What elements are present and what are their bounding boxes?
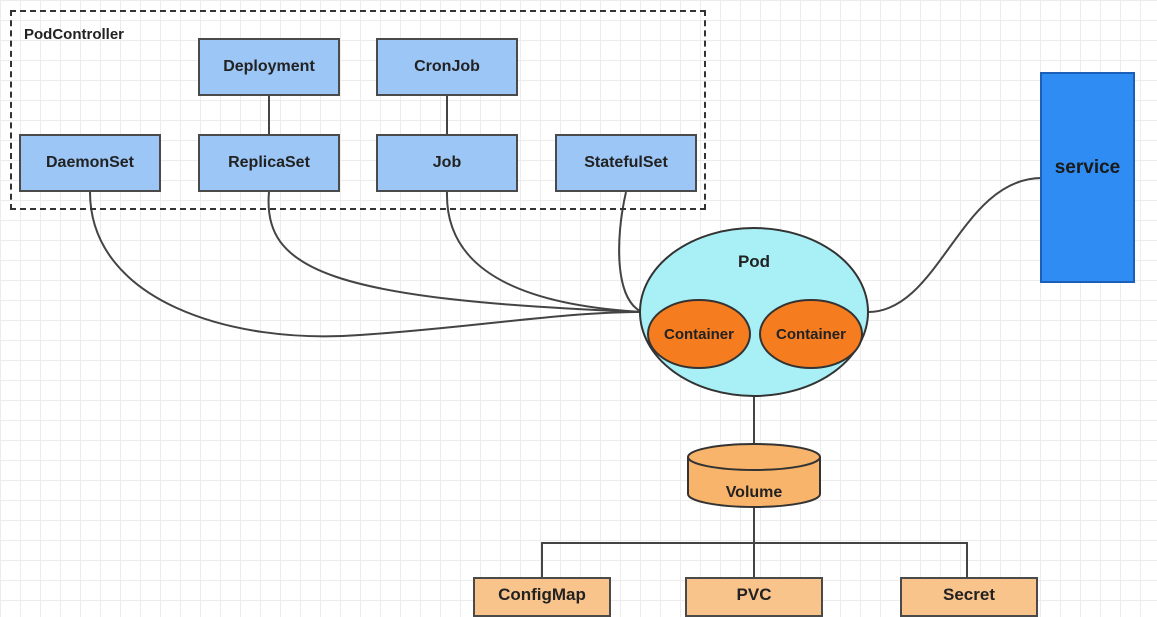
pod-label: Pod <box>738 252 770 271</box>
pod-controller-group <box>10 10 706 210</box>
edge-volume-resources <box>541 506 968 577</box>
edge-replicaset-pod <box>267 191 643 313</box>
container-node-1 <box>647 299 751 369</box>
controller-job[interactable]: Job <box>376 134 518 192</box>
pod-controller-label: PodController <box>24 26 124 43</box>
controller-cronjob[interactable]: CronJob <box>376 38 518 96</box>
resource-pvc[interactable]: PVC <box>685 577 823 617</box>
resource-secret[interactable]: Secret <box>900 577 1038 617</box>
controller-daemonset[interactable]: DaemonSet <box>19 134 161 192</box>
controller-deployment[interactable]: Deployment <box>198 38 340 96</box>
controller-replicaset[interactable]: ReplicaSet <box>198 134 340 192</box>
service-node[interactable]: service <box>1040 72 1135 283</box>
resource-configmap[interactable]: ConfigMap <box>473 577 611 617</box>
container-node-2 <box>759 299 863 369</box>
edge-daemonset-pod <box>89 191 643 338</box>
volume-label: Volume <box>726 484 783 501</box>
container-label-1: Container <box>664 326 734 343</box>
controller-statefulset[interactable]: StatefulSet <box>555 134 697 192</box>
container-label-2: Container <box>776 326 846 343</box>
volume-node[interactable] <box>687 443 821 508</box>
edge-job-pod <box>445 191 643 313</box>
edge-pod-service <box>867 177 1043 313</box>
